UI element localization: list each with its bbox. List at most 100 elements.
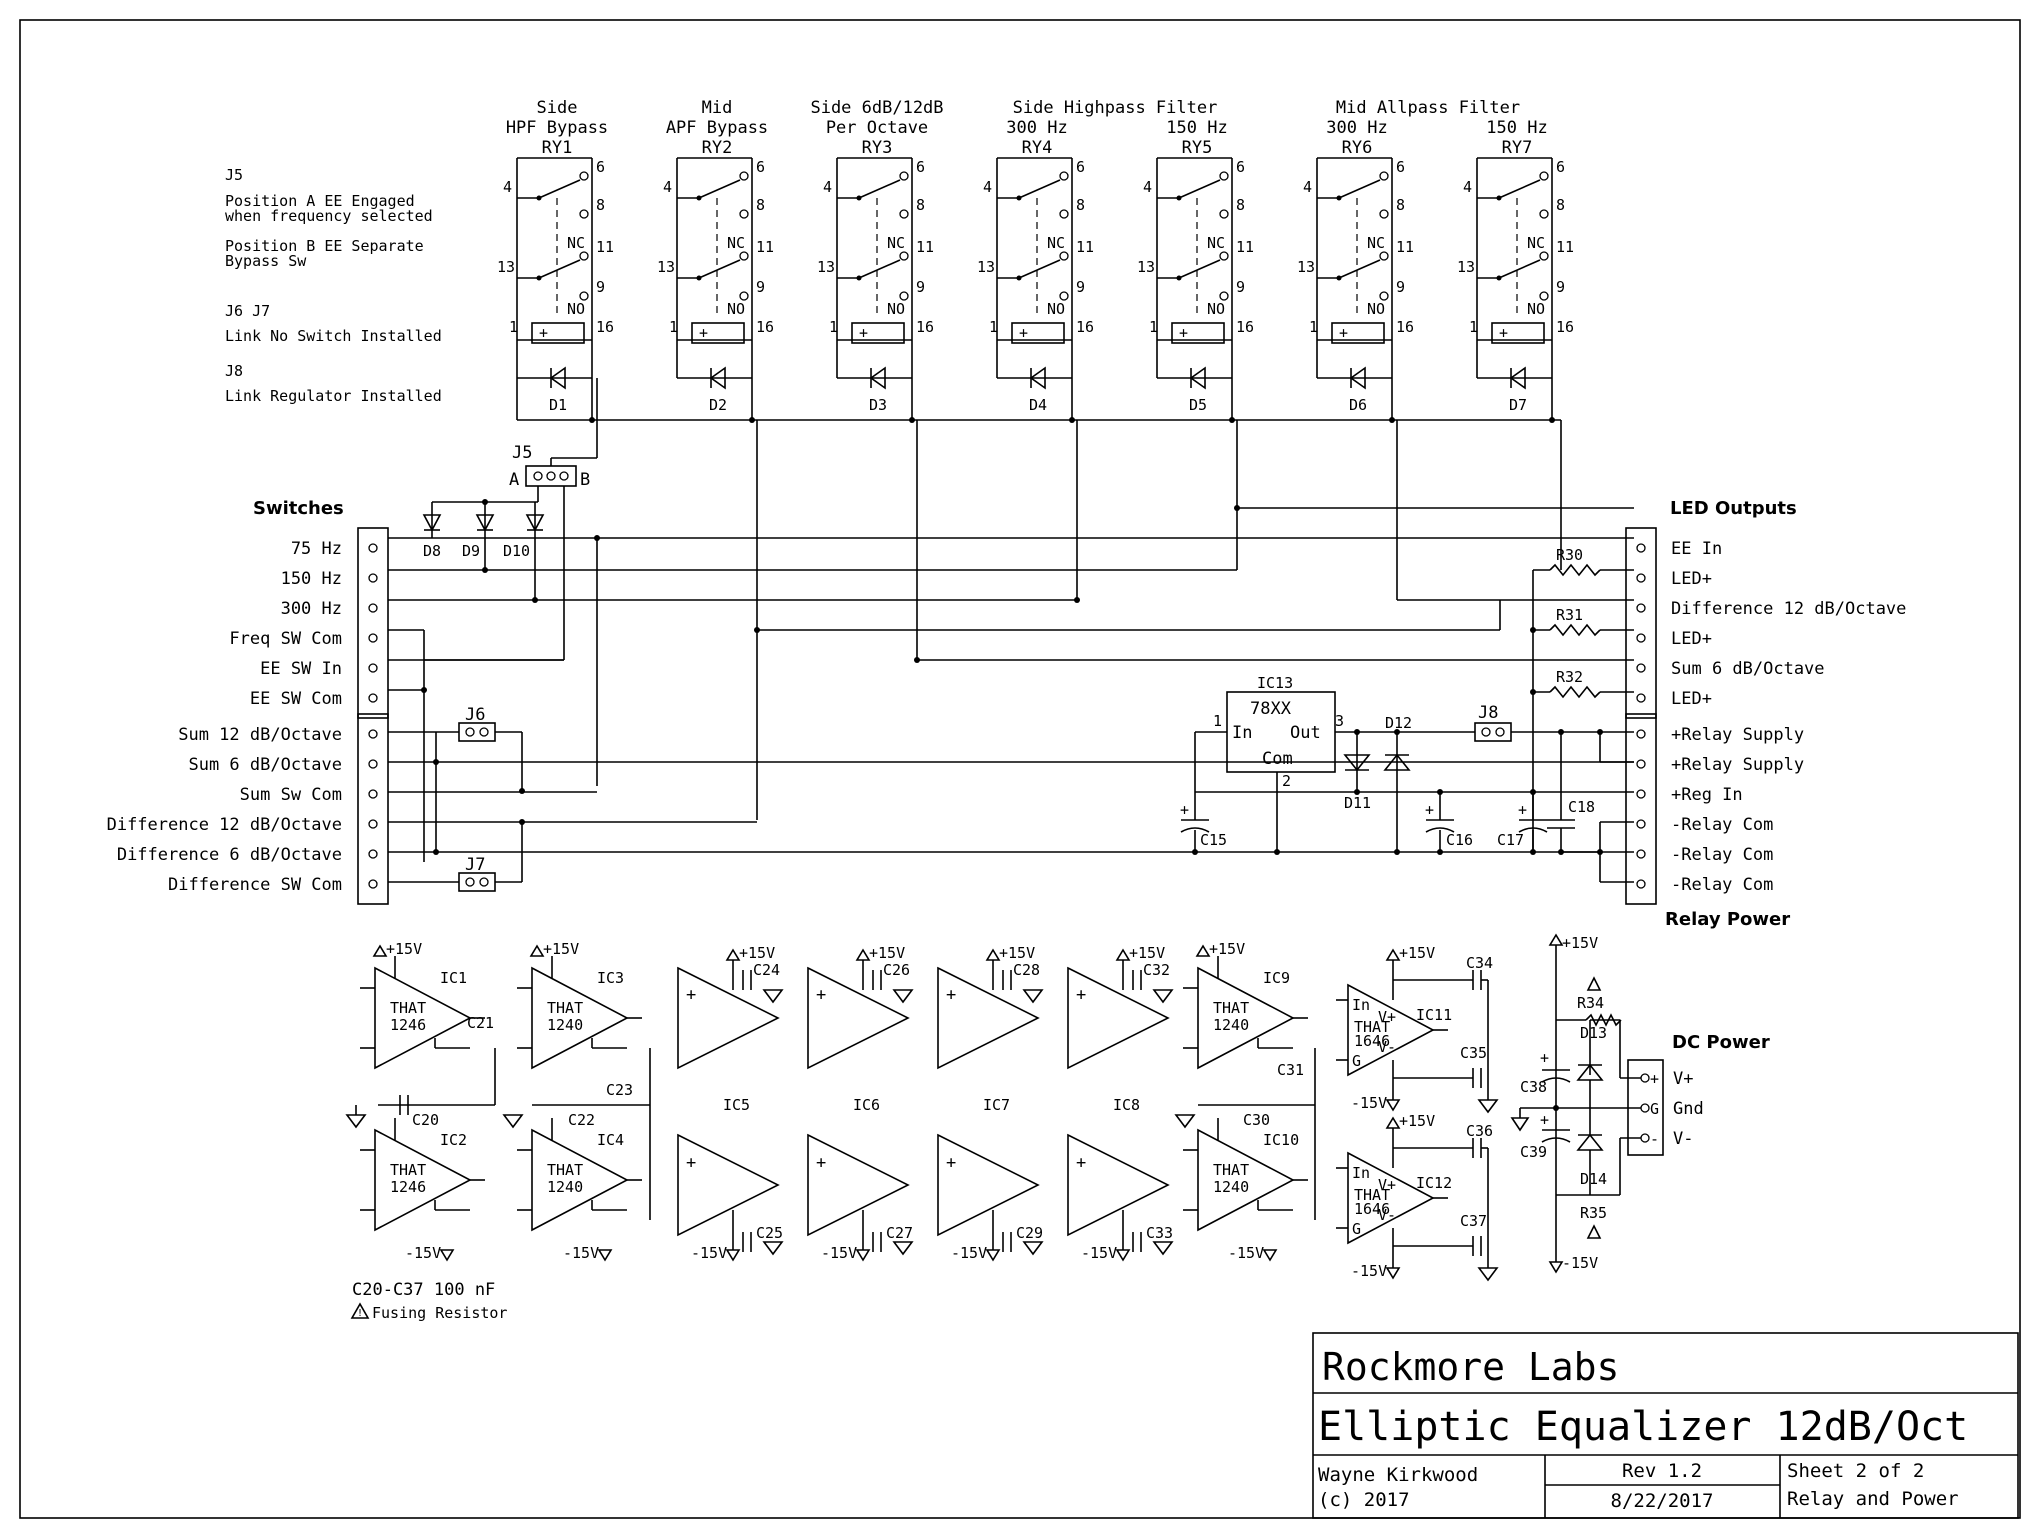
- c38-label: C38: [1520, 1078, 1547, 1096]
- switch2-label-1: Sum 6 dB/Octave: [188, 755, 342, 775]
- ic11-cap-bot: C35: [1460, 1044, 1487, 1062]
- switch2-label-2: Sum Sw Com: [240, 785, 342, 805]
- ic13-ref: IC13: [1257, 674, 1293, 692]
- jumper-j6-j7: J6 J7: [388, 705, 523, 892]
- note-j5-b: Position B EE Separate: [225, 237, 424, 255]
- relay-1-ref: RY1: [542, 138, 573, 158]
- svg-text:+: +: [1540, 1111, 1549, 1129]
- relay-pin-13: 13: [817, 258, 835, 276]
- dc-vminus: V-: [1673, 1129, 1693, 1149]
- c31-label: C31: [1277, 1061, 1304, 1079]
- relay-power-title: Relay Power: [1665, 909, 1790, 930]
- ic11-vp: V+: [1378, 1008, 1396, 1026]
- opamp-plus: +: [1076, 1153, 1086, 1173]
- relay-3-diode: D3: [869, 396, 887, 414]
- note-j6j7: J6 J7: [225, 302, 270, 320]
- opamp-plus: +: [686, 1153, 696, 1173]
- relay-3-title1: Side 6dB/12dB: [810, 98, 943, 118]
- switch-label-2: 300 Hz: [281, 599, 342, 619]
- note-j5-b2: Bypass Sw: [225, 252, 307, 270]
- relay-7-ref: RY7: [1502, 138, 1533, 158]
- dc-neg-supply: -15V: [1562, 1254, 1598, 1272]
- led-label-1: LED+: [1671, 569, 1712, 589]
- ic13-pin3: 3: [1335, 712, 1344, 730]
- relay-pin-8: 8: [596, 196, 605, 214]
- fusing-label: Fusing Resistor: [372, 1304, 507, 1322]
- relay-2-title1: Mid: [702, 98, 733, 118]
- opamp-top-cap-1: C24: [753, 961, 780, 979]
- relay-pin-13: 13: [1297, 258, 1315, 276]
- opamp-top-ref-4: IC8: [1113, 1096, 1140, 1114]
- led-label-5: LED+: [1671, 689, 1712, 709]
- relay-pin-8: 8: [1556, 196, 1565, 214]
- switch-label-4: EE SW In: [260, 659, 342, 679]
- ic11-part2: 1646: [1354, 1032, 1390, 1050]
- relay-coil-plus: +: [1019, 324, 1028, 342]
- relay-pin-16: 16: [1396, 318, 1414, 336]
- note-j8-desc: Link Regulator Installed: [225, 387, 442, 405]
- relay-6-ref: RY6: [1342, 138, 1373, 158]
- j7-label: J7: [465, 855, 485, 875]
- ic1-ref: IC1: [440, 969, 467, 987]
- d9-label: D9: [462, 542, 480, 560]
- relay-pin-nc: NC: [887, 234, 905, 252]
- svg-text:-: -: [1650, 1130, 1659, 1148]
- r35-label: R35: [1580, 1204, 1607, 1222]
- ic12-in: In: [1352, 1164, 1370, 1182]
- c23-label: C23: [606, 1081, 633, 1099]
- relay-pin-nc: NC: [1047, 234, 1065, 252]
- relay-pin-16: 16: [756, 318, 774, 336]
- opamp-bot-neg-4: -15V: [1081, 1244, 1117, 1262]
- led-label-4: Sum 6 dB/Octave: [1671, 659, 1825, 679]
- opamp-top-pos-4: +15V: [1129, 944, 1165, 962]
- ic12-g: G: [1352, 1220, 1361, 1238]
- opamp-top-cap-3: C28: [1013, 961, 1040, 979]
- opamp-plus: +: [816, 985, 826, 1005]
- relay-pin-13: 13: [657, 258, 675, 276]
- ic2-ref: IC2: [440, 1131, 467, 1149]
- ic11-ref: IC11: [1416, 1006, 1452, 1024]
- relay-pin-9: 9: [1236, 278, 1245, 296]
- relay-power-label-5: -Relay Com: [1671, 875, 1773, 895]
- opamp-top-ref-1: IC5: [723, 1096, 750, 1114]
- relay-pin-8: 8: [1076, 196, 1085, 214]
- relay-6-title2: 300 Hz: [1326, 118, 1387, 138]
- opamp-bot-cap-2: C27: [886, 1224, 913, 1242]
- ic3-part2: 1240: [547, 1016, 583, 1034]
- svg-text:+: +: [1180, 801, 1189, 819]
- d11-label: D11: [1344, 794, 1371, 812]
- opamp-plus: +: [816, 1153, 826, 1173]
- relay-pin-11: 11: [916, 238, 934, 256]
- ic13-in: In: [1232, 723, 1252, 743]
- relay-pin-8: 8: [916, 196, 925, 214]
- opamp-plus: +: [946, 985, 956, 1005]
- switch-group2-wires: [388, 732, 1634, 855]
- relay-3-ref: RY3: [862, 138, 893, 158]
- dc-power-title: DC Power: [1672, 1032, 1770, 1053]
- relay-1-diode: D1: [549, 396, 567, 414]
- ic10-part2: 1240: [1213, 1178, 1249, 1196]
- dc-power: DC Power + G - V+ Gnd V- +15V -15V R34 D…: [1510, 933, 1770, 1274]
- group-title-mid-apf: Mid Allpass Filter: [1336, 98, 1520, 118]
- relay-2-ref: RY2: [702, 138, 733, 158]
- relay-coil-plus: +: [699, 324, 708, 342]
- opamp-top-cap-2: C26: [883, 961, 910, 979]
- ic12-cap-top: C36: [1466, 1122, 1493, 1140]
- ic13-pin1: 1: [1213, 712, 1222, 730]
- relay-power-connector: +Relay Supply+Relay Supply+Reg In-Relay …: [1625, 713, 1804, 905]
- opamp-bot-cap-4: C33: [1146, 1224, 1173, 1242]
- relay-pin-no: NO: [1367, 300, 1385, 318]
- relay-pin-6: 6: [1076, 158, 1085, 176]
- dc-vplus: V+: [1673, 1069, 1693, 1089]
- led-outputs-title: LED Outputs: [1670, 498, 1797, 519]
- relay-power-label-1: +Relay Supply: [1671, 755, 1804, 775]
- ic12-part1: THAT: [1354, 1186, 1390, 1204]
- relay-pin-nc: NC: [567, 234, 585, 252]
